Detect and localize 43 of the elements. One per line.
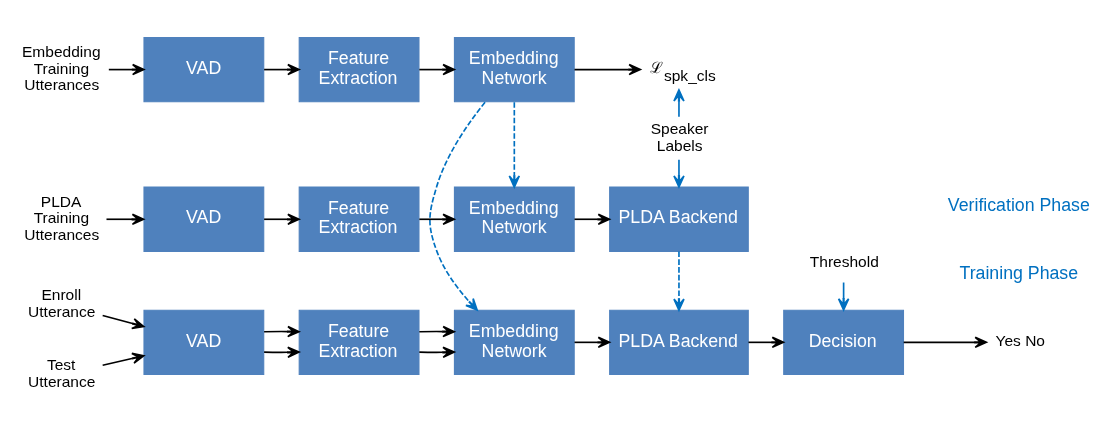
arrow: [429, 100, 486, 311]
node-box: Decision: [783, 309, 905, 375]
node-text: Test Utterance: [28, 355, 96, 390]
node-box: VAD: [143, 36, 265, 102]
arrow: [747, 336, 785, 348]
node-text: Enroll Utterance: [28, 285, 96, 320]
arrow: [673, 250, 685, 311]
arrow: [101, 314, 145, 329]
node-text: Yes No: [995, 331, 1045, 349]
arrow: [263, 325, 300, 337]
arrow: [263, 63, 300, 75]
arrow: [573, 212, 611, 225]
node-text: Threshold: [809, 252, 879, 270]
node-box: Embedding Network: [453, 186, 575, 252]
node-box: Feature Extraction: [298, 186, 420, 252]
arrow: [101, 352, 145, 366]
arrow: [105, 212, 145, 225]
label: Verification Phase: [947, 194, 1090, 215]
arrow: [902, 336, 988, 348]
node-box: Feature Extraction: [298, 309, 420, 375]
label: Training Phase: [959, 262, 1079, 283]
arrow: [418, 325, 456, 337]
arrow: [418, 63, 456, 75]
arrow: [573, 63, 642, 75]
node-text: Speaker Labels: [650, 119, 709, 154]
arrow: [418, 212, 456, 225]
arrow: [673, 158, 685, 188]
arrow: [263, 212, 300, 225]
node-box: PLDA Backend: [609, 309, 749, 375]
arrow: [508, 100, 521, 188]
arrow: [263, 345, 300, 358]
node-box: Feature Extraction: [298, 36, 420, 102]
node-text: Embedding Training Utterances: [22, 42, 101, 93]
arrow: [673, 88, 685, 118]
node-box: VAD: [143, 186, 265, 252]
arrow: [418, 345, 456, 358]
node-box: VAD: [143, 309, 265, 375]
node-box: Embedding Network: [453, 36, 575, 102]
arrow: [573, 336, 611, 348]
node-box: PLDA Backend: [609, 186, 749, 252]
node-box: Embedding Network: [453, 309, 575, 375]
node-text: PLDA Training Utterances: [24, 192, 100, 243]
arrow: [108, 63, 145, 75]
